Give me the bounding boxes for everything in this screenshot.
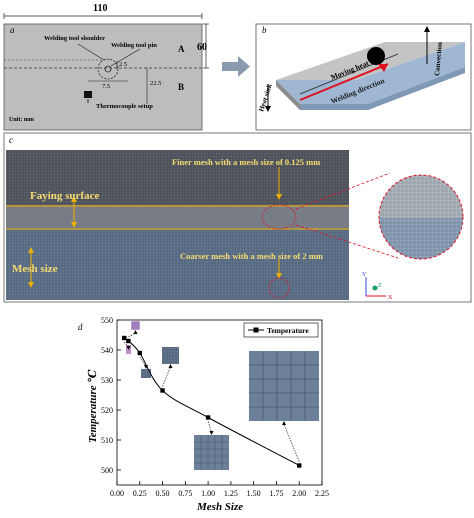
x-tick-label: 1.75 [269, 489, 283, 498]
plate-blue-top [276, 42, 465, 104]
flow-arrow [222, 56, 250, 77]
coarser-mesh-label: Coarser mesh with a mesh size of 2 mm [180, 251, 323, 261]
mesh-size-label: Mesh size [12, 263, 58, 275]
inset-arrow [139, 356, 147, 367]
inset-arrow-head [209, 431, 214, 435]
pin-label: Welding tool pin [111, 42, 157, 49]
thermocouple-label: Thermocouple setup [96, 103, 153, 110]
region-b-label: B [178, 82, 184, 92]
coarser-mesh-highlight [268, 277, 290, 299]
region-a-label: A [178, 44, 185, 54]
welding-tool-shoulder [97, 58, 119, 80]
inset-arrow-head [168, 364, 173, 368]
x-axis-title: Mesh Size [196, 501, 243, 513]
dim-22-5: 22.5 [150, 80, 161, 87]
panel-b: b Moving heat flux Welding direction Hea… [255, 23, 472, 131]
panel-a: a 110 60 A B Welding tool shoulder Weldi… [3, 3, 209, 131]
data-point [205, 415, 211, 420]
x-tick-label: 1.50 [247, 489, 261, 498]
welding-direction-arrow [299, 63, 389, 101]
y-axis-title: Temperature ℃ [87, 369, 99, 443]
axis-x-label: X [388, 295, 393, 301]
inset-arrow [207, 421, 212, 433]
inset-arrow [283, 423, 300, 462]
x-tick-label: 0.25 [133, 489, 147, 498]
x-tick-label: 1.25 [224, 489, 238, 498]
panel-c: c Finer mesh with a mesh size of 0.125 m… [3, 132, 472, 303]
convection-label: Convection [433, 42, 444, 77]
shoulder-label: Welding tool shoulder [44, 35, 105, 42]
panel-c-label: c [9, 135, 13, 145]
x-tick-label: 0.00 [110, 489, 124, 498]
inset-arrow-head [126, 346, 131, 350]
unit-label: Unit: mm [9, 117, 34, 123]
heat-flux-source [367, 47, 385, 65]
y-tick-label: 550 [101, 316, 113, 325]
inset-arrow-head [133, 330, 138, 334]
mesh-lower [6, 230, 349, 300]
x-tick-label: 2.00 [292, 489, 306, 498]
x-tick-label: 2.25 [315, 489, 329, 498]
panel-d: d 500 510 520 530 540 550 0.00 0.25 0.50 0.75 1.0… [78, 316, 329, 513]
mesh-thumbnail-1-0 [194, 435, 229, 470]
welding-tool-pin [104, 65, 112, 73]
y-ticks: 500 510 520 530 540 550 [101, 316, 121, 475]
legend: Temperature [243, 322, 319, 338]
panel-a-frame [3, 23, 203, 131]
dim-60: 60 [197, 42, 207, 53]
y-tick-label: 530 [101, 376, 113, 385]
data-point [126, 338, 131, 344]
data-point [122, 335, 127, 341]
dim-110: 110 [93, 3, 107, 14]
axis-z-label: Z [378, 283, 382, 289]
axis-y-label: Y [362, 272, 367, 278]
y-tick-label: 500 [101, 466, 113, 475]
dim-2-5: 2.5 [119, 61, 127, 68]
plate-front [300, 67, 465, 110]
y-tick-label: 520 [101, 406, 113, 415]
x-tick-label: 0.50 [156, 489, 170, 498]
x-tick-label: 1.00 [201, 489, 215, 498]
legend-label: Temperature [267, 326, 309, 335]
finer-mesh-highlight [261, 204, 297, 230]
x-tick-label: 0.75 [178, 489, 192, 498]
y-tick-label: 540 [101, 346, 113, 355]
faying-surface-label: Faying surface [30, 190, 99, 202]
mesh-upper [6, 150, 349, 205]
panel-a-label: a [10, 25, 15, 35]
dim-7-5: 7.5 [102, 83, 110, 90]
data-point [137, 350, 142, 356]
finer-mesh-label: Finer mesh with a mesh size of 0.125 mm [172, 157, 320, 167]
inset-arrows [124, 330, 300, 462]
x-ticks: 0.00 0.25 0.50 0.75 1.00 1.25 1.50 1.75 2.00 2.25 [110, 481, 329, 498]
thermocouple-block [84, 91, 92, 98]
y-tick-label: 510 [101, 436, 113, 445]
panel-b-label: b [262, 25, 267, 35]
plot-frame [116, 319, 323, 486]
inset-arrow-head [282, 421, 286, 425]
data-point [160, 388, 165, 393]
plate-side [276, 80, 300, 110]
axis-triad: Y Z X [362, 272, 393, 301]
data-point [297, 463, 302, 468]
mesh-thumbnail-2-0 [249, 351, 319, 421]
inset-arrow [162, 366, 171, 387]
data-points [122, 335, 302, 468]
mesh-thumbnail-0-25 [141, 369, 151, 378]
mesh-thumbnail-0-125 [130, 320, 141, 331]
mesh-thumbnail-0-5 [162, 347, 179, 364]
panel-d-label: d [78, 322, 83, 332]
